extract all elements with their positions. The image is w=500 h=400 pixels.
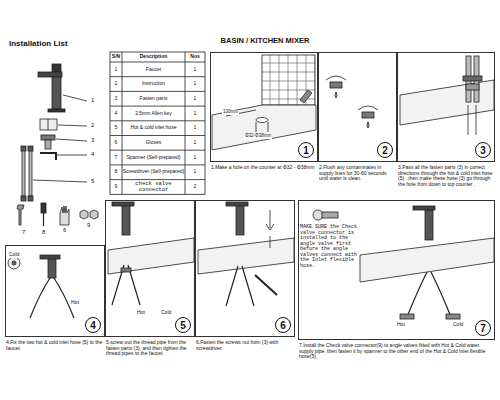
- step-number-text: 7: [480, 323, 486, 334]
- step-number-text: 6: [280, 320, 286, 331]
- part-label: Cold: [8, 252, 20, 258]
- step-panel: 3.Pass all the fasten parts (3) in corre…: [397, 52, 495, 162]
- table-cell: 1: [185, 121, 205, 136]
- table-cell: 1: [185, 165, 205, 180]
- step-number: 4: [85, 317, 101, 333]
- step-panel: 6.Fasten the screws nut from (3) with sc…: [195, 200, 295, 337]
- step-panel: 2.Flush any contaminates in supply lines…: [318, 52, 397, 162]
- table-cell: Fasten parts: [122, 91, 185, 106]
- table-cell: 1: [185, 136, 205, 151]
- table-cell: 2.5mm Allen key: [122, 106, 185, 121]
- step-number: 7: [475, 320, 491, 336]
- table-cell: 1: [185, 106, 205, 121]
- callout-number: 8: [41, 229, 46, 236]
- callout-number: 5: [90, 178, 95, 185]
- callout-number: 2: [90, 122, 95, 129]
- table-cell: 1: [110, 62, 122, 77]
- step-caption: 2.Flush any contaminates in supply lines…: [319, 165, 396, 182]
- step-number-text: 5: [180, 320, 186, 331]
- step-panel: 7.Install the Check valve connector(9) t…: [298, 200, 495, 340]
- table-cell: 6: [110, 136, 122, 151]
- step-caption: 3.Pass all the fasten parts (3) in corre…: [398, 165, 494, 187]
- table-cell: Description: [122, 52, 185, 62]
- table-cell: 7: [110, 150, 122, 165]
- step-number: 3: [475, 142, 491, 158]
- table-cell: 5: [110, 121, 122, 136]
- step-number-text: 3: [480, 145, 486, 156]
- step-number: 2: [377, 142, 393, 158]
- diagram-title: BASIN / KITCHEN MIXER: [190, 37, 340, 45]
- step-number: 6: [275, 317, 291, 333]
- note-text: MAKE SURE the Check valve connector is i…: [300, 225, 358, 269]
- table-cell: check valve connector: [122, 180, 185, 195]
- table-cell: 4: [110, 106, 122, 121]
- part-label: Cold: [452, 322, 464, 328]
- part-label: Cold: [160, 310, 172, 316]
- table-cell: 2: [185, 180, 205, 195]
- step-number-text: 1: [303, 145, 309, 156]
- callout-number: 9: [86, 222, 91, 229]
- step-number: 1: [298, 142, 314, 158]
- table-cell: 1: [185, 62, 205, 77]
- part-label: Hot: [396, 322, 406, 328]
- step-caption: 4.Fix the two hot & cold inlet hose (5) …: [6, 340, 104, 351]
- table-cell: 3: [110, 91, 122, 106]
- table-cell: Nos: [185, 52, 205, 62]
- step-panel: 1.Make a hole on the counter at Φ32 - Φ3…: [210, 52, 318, 162]
- step-caption: 1.Make a hole on the counter at Φ32 - Φ3…: [211, 165, 317, 171]
- table-cell: 1: [185, 77, 205, 92]
- callout-number: 1: [90, 97, 95, 104]
- table-cell: S/N: [110, 52, 122, 62]
- callout-number: 4: [90, 151, 95, 158]
- table-cell: Screwdriver (Self-prepared): [122, 165, 185, 180]
- step-caption: 5.screw out the thread pipe from the fas…: [106, 340, 194, 357]
- part-label: Φ32-Φ38mm: [244, 134, 272, 139]
- step-number-text: 4: [90, 320, 96, 331]
- callout-number: 3: [90, 137, 95, 144]
- table-cell: 1: [185, 150, 205, 165]
- table-cell: 8: [110, 165, 122, 180]
- step-caption: 7.Install the Check valve connector(9) t…: [299, 343, 494, 360]
- table-cell: Hot & cold inlet hose: [122, 121, 185, 136]
- step-panel: 5.screw out the thread pipe from the fas…: [105, 200, 195, 337]
- table-cell: Instruction: [122, 77, 185, 92]
- part-label: 100mm: [222, 110, 239, 115]
- step-panel: 4.Fix the two hot & cold inlet hose (5) …: [5, 245, 105, 337]
- table-cell: 2: [110, 77, 122, 92]
- table-cell: 1: [185, 91, 205, 106]
- list-heading: Installation List: [8, 40, 69, 49]
- step-number-text: 2: [382, 145, 388, 156]
- callout-number: 6: [62, 227, 67, 234]
- part-label: Hot: [136, 310, 146, 316]
- table-cell: Faucet: [122, 62, 185, 77]
- table-cell: 9: [110, 180, 122, 195]
- step-caption: 6.Fasten the screws nut from (3) with sc…: [196, 340, 294, 351]
- table-cell: Gloves: [122, 136, 185, 151]
- table-cell: Spanner (Self-prepared): [122, 150, 185, 165]
- callout-number: 7: [21, 229, 26, 236]
- step-number: 5: [175, 317, 191, 333]
- part-label: Hot: [70, 300, 80, 306]
